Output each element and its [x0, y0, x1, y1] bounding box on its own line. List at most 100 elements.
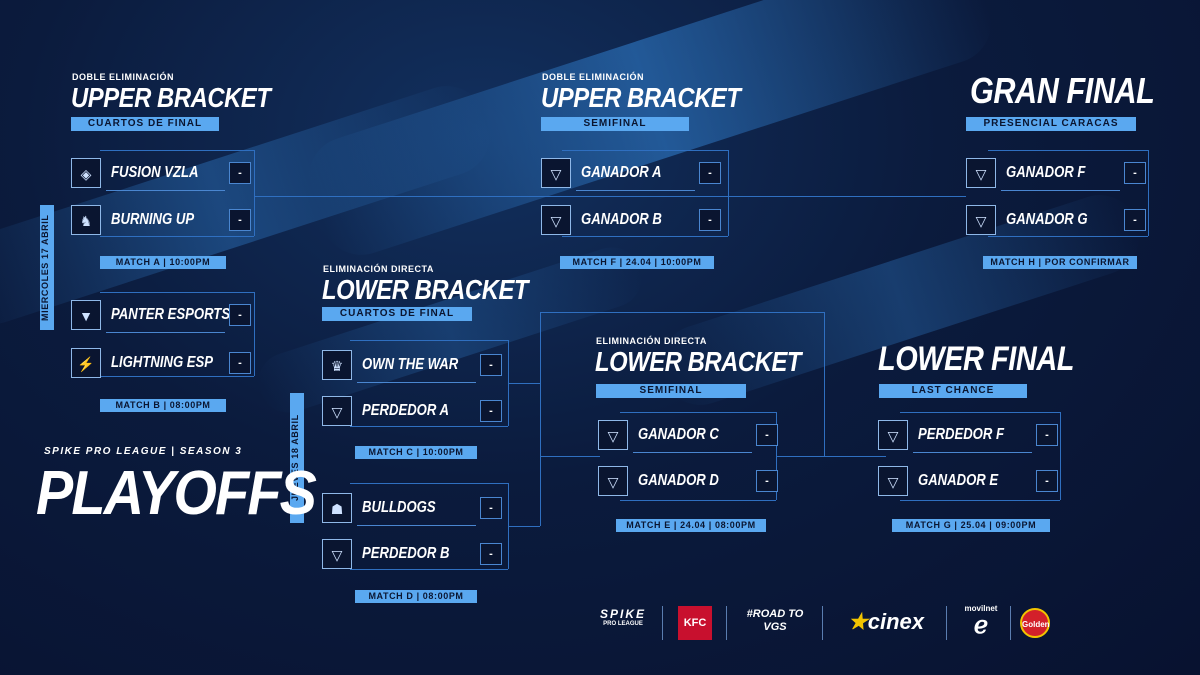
ub-qf-title: UPPER BRACKET: [71, 82, 271, 113]
team-slot: ♛ OWN THE WAR -: [322, 350, 502, 390]
team-name: PANTER ESPORTS: [111, 306, 231, 323]
bracket-line: [350, 340, 508, 341]
gf-round: PRESENCIAL CARACAS: [966, 117, 1136, 131]
team-logo-icon: ▽: [598, 466, 628, 496]
team-name: LIGHTNING ESP: [111, 354, 214, 371]
team-logo-icon: ♞: [71, 205, 101, 235]
team-score: -: [1036, 424, 1058, 446]
team-name: GANADOR F: [1006, 164, 1086, 181]
team-score: -: [229, 304, 251, 326]
team-name: GANADOR C: [638, 426, 719, 443]
bracket-line: [350, 483, 508, 484]
bracket-line: [540, 312, 824, 313]
match-label: MATCH B | 08:00PM: [100, 399, 226, 412]
bracket-line: [350, 569, 508, 570]
bracket-line: [100, 236, 254, 237]
spike-wordmark: SPIKE: [599, 607, 646, 621]
team-score: -: [1036, 470, 1058, 492]
team-slot: ▽ PERDEDOR F -: [878, 420, 1058, 460]
team-logo-icon: ◈: [71, 158, 101, 188]
team-slot: ▽ GANADOR G -: [966, 205, 1146, 245]
team-name: OWN THE WAR: [362, 356, 459, 373]
ub-sf-round: SEMIFINAL: [541, 117, 689, 131]
divider: [1010, 606, 1011, 640]
ub-qf-type: DOBLE ELIMINACIÓN: [72, 72, 174, 82]
team-score: -: [480, 497, 502, 519]
team-slot: ▽ GANADOR C -: [598, 420, 778, 460]
divider: [357, 382, 476, 383]
bracket-line: [350, 426, 508, 427]
team-slot: ⚡ LIGHTNING ESP -: [71, 348, 251, 388]
divider: [106, 190, 225, 191]
lb-sf-type: ELIMINACIÓN DIRECTA: [596, 336, 707, 346]
bracket-line: [1148, 150, 1149, 236]
bracket-line: [900, 412, 1060, 413]
ub-sf-title: UPPER BRACKET: [541, 82, 741, 113]
road-to-vgs-logo: #ROAD TO VGS: [746, 608, 804, 633]
team-logo-icon: ▽: [541, 205, 571, 235]
team-name: GANADOR A: [581, 164, 662, 181]
movilnet-logo: movilnet ℯ: [958, 604, 1004, 639]
team-slot: ▽ PERDEDOR B -: [322, 539, 502, 579]
team-slot: ▽ PERDEDOR A -: [322, 396, 502, 436]
divider: [822, 606, 823, 640]
lb-qf-round: CUARTOS DE FINAL: [322, 307, 472, 321]
match-label: MATCH E | 24.04 | 08:00PM: [616, 519, 766, 532]
golden-logo: Golden: [1020, 608, 1050, 638]
team-logo-icon: ▽: [598, 420, 628, 450]
match-label: MATCH F | 24.04 | 10:00PM: [560, 256, 714, 269]
divider: [1001, 190, 1120, 191]
team-score: -: [699, 209, 721, 231]
divider: [726, 606, 727, 640]
divider: [576, 190, 695, 191]
team-logo-icon: ☗: [322, 493, 352, 523]
team-score: -: [699, 162, 721, 184]
match-label: MATCH C | 10:00PM: [355, 446, 477, 459]
team-score: -: [1124, 209, 1146, 231]
team-logo-icon: ▽: [541, 158, 571, 188]
lf-title: LOWER FINAL: [878, 340, 1074, 378]
bracket-line: [776, 456, 886, 457]
team-score: -: [480, 543, 502, 565]
lb-sf-title: LOWER BRACKET: [595, 346, 802, 377]
divider: [106, 332, 225, 333]
team-slot: ▽ GANADOR D -: [598, 466, 778, 506]
bracket-line: [100, 376, 254, 377]
team-slot: ☗ BULLDOGS -: [322, 493, 502, 533]
team-name: GANADOR G: [1006, 211, 1088, 228]
team-name: FUSION VZLA: [111, 164, 199, 181]
team-logo-icon: ▽: [878, 420, 908, 450]
bracket-line: [254, 150, 255, 236]
team-score: -: [756, 424, 778, 446]
bracket-line: [988, 150, 1148, 151]
team-name: GANADOR E: [918, 472, 999, 489]
bracket-line: [988, 236, 1148, 237]
match-label: MATCH G | 25.04 | 09:00PM: [892, 519, 1050, 532]
league-season: SPIKE PRO LEAGUE | SEASON 3: [44, 446, 243, 457]
team-slot: ▼ PANTER ESPORTS -: [71, 300, 251, 340]
team-score: -: [480, 354, 502, 376]
team-slot: ♞ BURNING UP -: [71, 205, 251, 245]
lf-round: LAST CHANCE: [879, 384, 1027, 398]
lb-qf-type: ELIMINACIÓN DIRECTA: [323, 264, 434, 274]
team-score: -: [756, 470, 778, 492]
bracket-line: [824, 312, 825, 456]
team-slot: ▽ GANADOR F -: [966, 158, 1146, 198]
kfc-logo: KFC: [678, 606, 712, 640]
date-wednesday: MIERCOLES 17 ABRIL: [40, 205, 54, 330]
team-name: GANADOR D: [638, 472, 719, 489]
team-score: -: [1124, 162, 1146, 184]
bracket-line: [100, 150, 254, 151]
playoffs-title: PLAYOFFS: [36, 459, 317, 528]
team-logo-icon: ⚡: [71, 348, 101, 378]
divider: [946, 606, 947, 640]
bracket-line: [254, 196, 966, 197]
lb-qf-title: LOWER BRACKET: [322, 274, 529, 305]
spike-tagline: PRO LEAGUE: [603, 621, 643, 627]
ub-sf-type: DOBLE ELIMINACIÓN: [542, 72, 644, 82]
team-name: BULLDOGS: [362, 499, 436, 516]
team-logo-icon: ▽: [878, 466, 908, 496]
team-name: GANADOR B: [581, 211, 662, 228]
match-label: MATCH D | 08:00PM: [355, 590, 477, 603]
movilnet-icon: ℯ: [973, 612, 989, 639]
